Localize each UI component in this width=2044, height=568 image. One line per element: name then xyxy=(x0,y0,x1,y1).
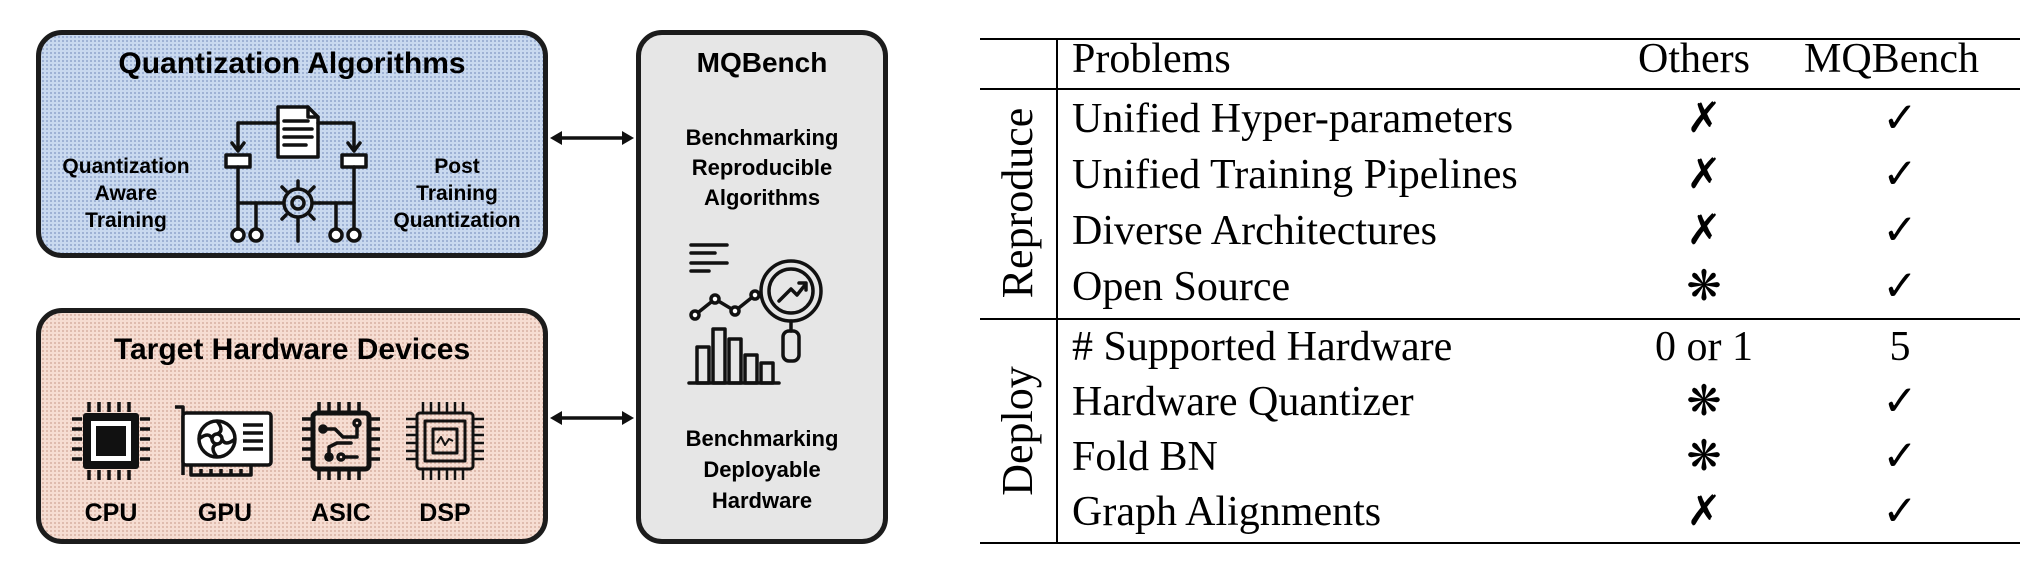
ptq-label-line: Quantization xyxy=(393,209,521,232)
problem-cell: Fold BN xyxy=(1072,434,1218,480)
comparison-table: Problems Others MQBench Reproduce Deploy… xyxy=(980,36,2024,548)
asic-circuit-chip-icon xyxy=(302,402,380,480)
table-group-rule xyxy=(980,318,2020,320)
hardware-panel-title: Target Hardware Devices xyxy=(113,333,471,366)
mqbench-bottom-label-line: Deployable xyxy=(703,457,821,482)
mqbench-bottom-label-line: Benchmarking xyxy=(685,426,839,451)
mqbench-bottom-label: Benchmarking Deployable Hardware xyxy=(641,423,883,516)
others-cell: ✗ xyxy=(1686,96,1722,142)
group-label-reproduce: Reproduce xyxy=(993,107,1042,299)
ptq-label: Post Training Quantization xyxy=(371,153,543,234)
qat-label-line: Training xyxy=(85,209,167,232)
problem-cell: # Supported Hardware xyxy=(1072,324,1453,370)
analytics-magnifier-chart-icon xyxy=(687,243,823,385)
mqbench-cell: ✓ xyxy=(1882,208,1918,254)
mqbench-top-label-line: Reproducible xyxy=(691,155,833,180)
problem-cell: Hardware Quantizer xyxy=(1072,379,1414,425)
others-cell: 0 or 1 xyxy=(1655,324,1753,370)
gpu-card-icon xyxy=(175,405,273,477)
mqbench-top-label-line: Algorithms xyxy=(703,185,821,210)
mqbench-cell: ✓ xyxy=(1882,379,1918,425)
header-problems: Problems xyxy=(1072,36,1231,82)
device-label-dsp: DSP xyxy=(419,499,471,527)
cpu-chip-icon xyxy=(72,402,150,480)
mqbench-panel: MQBench Benchmarking Reproducible Algori… xyxy=(636,30,888,544)
dsp-chip-icon xyxy=(406,402,484,480)
problem-cell: Open Source xyxy=(1072,264,1291,310)
mqbench-cell: ✓ xyxy=(1882,96,1918,142)
others-cell: ✗ xyxy=(1686,489,1722,535)
mqbench-bottom-label-line: Hardware xyxy=(711,488,813,513)
document-gear-flow-icon xyxy=(224,105,368,243)
mqbench-cell: ✓ xyxy=(1882,489,1918,535)
others-cell: ❋ xyxy=(1686,264,1722,310)
others-cell: ❋ xyxy=(1686,379,1722,425)
table-bottom-rule xyxy=(980,542,2020,544)
mqbench-panel-title: MQBench xyxy=(696,47,828,78)
table-top-rule xyxy=(980,38,2020,40)
problem-cell: Graph Alignments xyxy=(1072,489,1382,535)
others-cell: ❋ xyxy=(1686,434,1722,480)
device-label-gpu: GPU xyxy=(197,499,253,527)
header-mqbench: MQBench xyxy=(1804,36,1979,82)
table-header-rule xyxy=(980,88,2020,90)
ptq-label-line: Post xyxy=(434,155,480,178)
double-arrow-icon xyxy=(550,411,634,425)
problem-cell: Unified Training Pipelines xyxy=(1072,152,1518,198)
mqbench-top-label-line: Benchmarking xyxy=(685,125,839,150)
qat-label: Quantization Aware Training xyxy=(41,153,211,234)
device-label-asic: ASIC xyxy=(311,499,371,527)
target-hardware-panel: Target Hardware Devices xyxy=(36,308,548,544)
qat-label-line: Aware xyxy=(94,182,158,205)
header-others: Others xyxy=(1638,36,1750,82)
mqbench-cell: ✓ xyxy=(1882,264,1918,310)
mqbench-cell: 5 xyxy=(1889,324,1911,370)
mqbench-cell: ✓ xyxy=(1882,434,1918,480)
others-cell: ✗ xyxy=(1686,152,1722,198)
others-cell: ✗ xyxy=(1686,208,1722,254)
mqbench-cell: ✓ xyxy=(1882,152,1918,198)
device-label-cpu: CPU xyxy=(84,499,138,527)
mqbench-top-label: Benchmarking Reproducible Algorithms xyxy=(641,123,883,213)
quantization-panel-title: Quantization Algorithms xyxy=(118,47,466,80)
table-group-divider xyxy=(1056,38,1058,544)
double-arrow-icon xyxy=(550,131,634,145)
group-label-deploy: Deploy xyxy=(993,366,1042,496)
problem-cell: Diverse Architectures xyxy=(1072,208,1438,254)
ptq-label-line: Training xyxy=(416,182,498,205)
quantization-algorithms-panel: Quantization Algorithms Quantization Awa… xyxy=(36,30,548,258)
problem-cell: Unified Hyper-parameters xyxy=(1072,96,1514,142)
qat-label-line: Quantization xyxy=(62,155,190,178)
